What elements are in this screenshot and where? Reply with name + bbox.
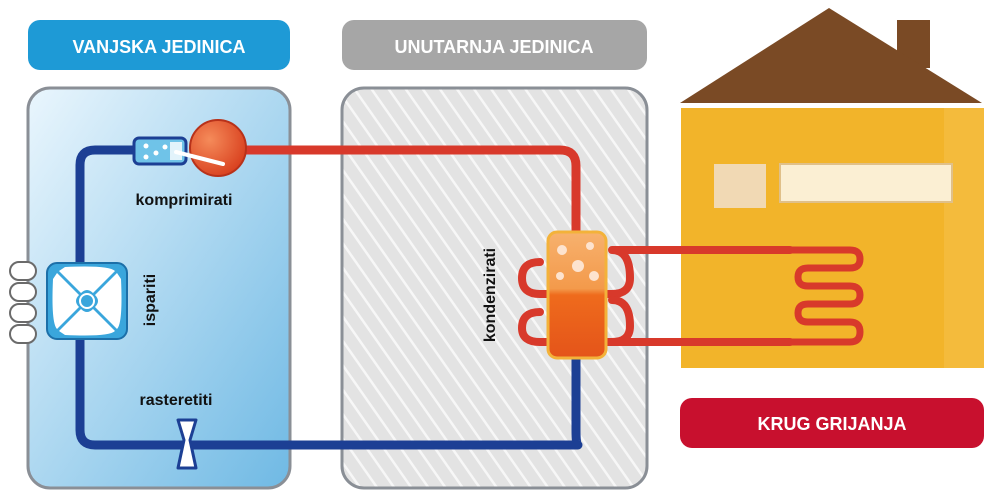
- house-window-wide: [779, 163, 953, 203]
- hot-pipe: [240, 145, 581, 237]
- house-wall: [681, 108, 984, 368]
- heating-circuit-badge: KRUG GRIJANJA: [680, 398, 984, 448]
- compressor-icon: [132, 119, 247, 177]
- cold-pipe-outdoor: [75, 145, 583, 450]
- house-wall-texture: [944, 108, 984, 368]
- indoor-unit: UNUTARNJA JEDINICA: [340, 20, 649, 490]
- label-expand: rasteretiti: [140, 392, 213, 409]
- house-icon: [680, 8, 984, 368]
- indoor-unit-label: UNUTARNJA JEDINICA: [394, 37, 593, 57]
- outdoor-unit-label: VANJSKA JEDINICA: [72, 37, 245, 57]
- indoor-unit-box: [340, 86, 649, 490]
- label-condense: kondenzirati: [482, 248, 499, 342]
- house-window-small: [714, 164, 766, 208]
- fan-icon: [46, 262, 128, 340]
- indoor-unit-badge: [342, 20, 647, 70]
- label-evaporate: ispariti: [142, 274, 159, 326]
- label-compress: komprimirati: [136, 192, 233, 209]
- condenser-icon: [546, 230, 608, 360]
- expansion-valve-icon: [176, 418, 198, 470]
- outdoor-unit-badge: [28, 20, 290, 70]
- heating-supply-pipe: [518, 246, 794, 298]
- outdoor-unit: VANJSKA JEDINICA: [26, 20, 292, 490]
- fan-coil-fins: [9, 261, 37, 344]
- house-roof: [680, 8, 982, 103]
- radiator-coil-icon: [786, 246, 864, 346]
- heating-circuit-label: KRUG GRIJANJA: [757, 414, 906, 434]
